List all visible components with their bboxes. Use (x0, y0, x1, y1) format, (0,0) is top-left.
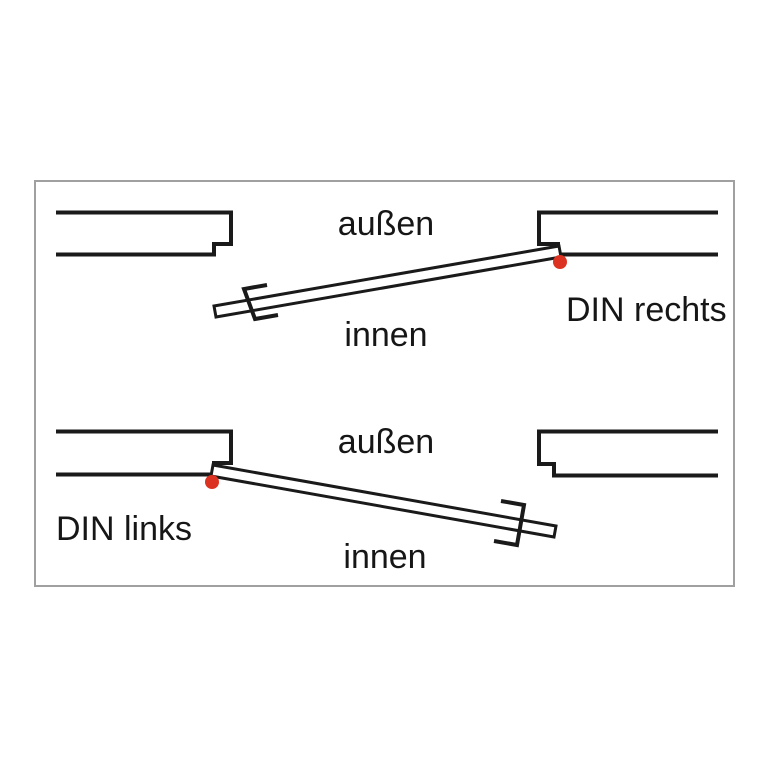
panel-din-links: außen innen DIN links (56, 423, 718, 576)
wall-top-right (537, 210, 718, 257)
hinge-dot-din-links (205, 475, 219, 489)
label-din-rechts: DIN rechts (566, 291, 727, 329)
wall-bottom-left (56, 429, 233, 477)
label-inside-top: innen (344, 316, 427, 354)
label-outside-bottom: außen (338, 423, 434, 461)
wall-top-left (56, 210, 233, 257)
door-leaf-din-links (209, 463, 558, 539)
door-leaf-din-rechts (212, 244, 563, 319)
label-din-links: DIN links (56, 510, 192, 548)
label-inside-bottom: innen (343, 538, 426, 576)
door-handle-din-rechts (241, 283, 279, 322)
label-outside-top: außen (338, 205, 434, 243)
door-handle-din-links (493, 499, 527, 548)
wall-bottom-right (537, 429, 718, 478)
panel-din-rechts: außen innen DIN rechts (56, 205, 727, 354)
hinge-dot-din-rechts (553, 255, 567, 269)
diagram-frame (34, 180, 735, 587)
